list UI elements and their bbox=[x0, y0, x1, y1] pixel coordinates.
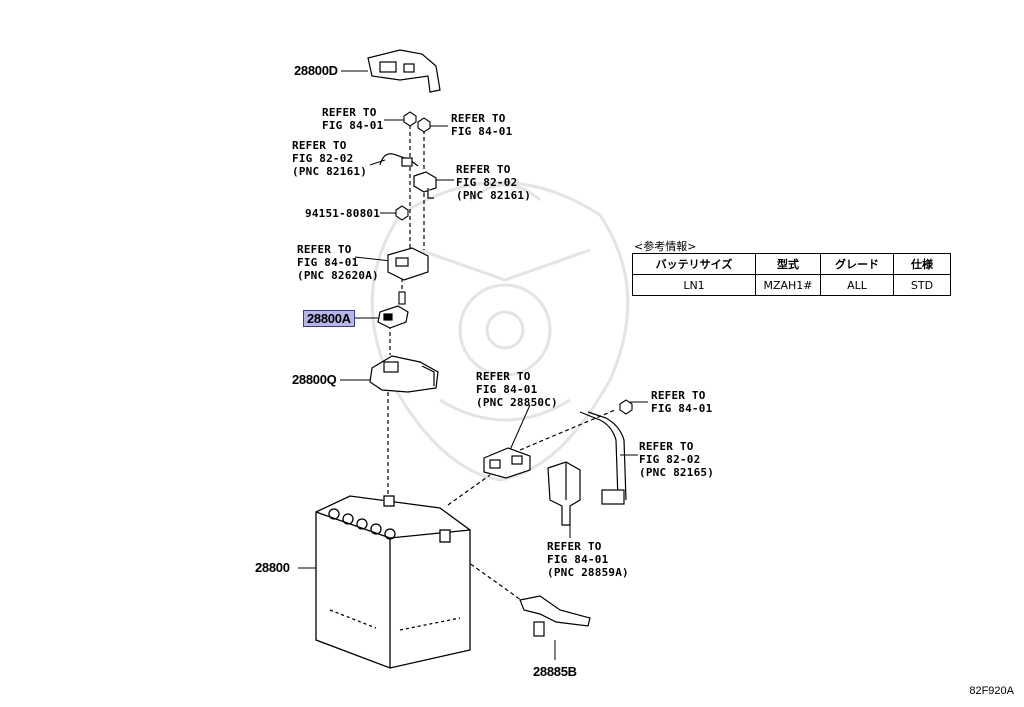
header-battery-size: バッテリサイズ bbox=[632, 253, 756, 275]
refer-label-6: REFER TO FIG 84-01 (PNC 28850C) bbox=[476, 370, 558, 409]
sensor-28885B bbox=[519, 595, 591, 637]
bracket-28800Q bbox=[369, 355, 439, 393]
cell-spec: STD bbox=[893, 274, 951, 296]
refer-label-1: REFER TO FIG 84-01 bbox=[322, 106, 384, 132]
part-number-28800D[interactable]: 28800D bbox=[294, 63, 338, 78]
info-data-row: LN1 MZAH1# ALL STD bbox=[632, 274, 951, 296]
refer-label-5: REFER TO FIG 84-01 (PNC 82620A) bbox=[297, 243, 379, 282]
cable-piece-82161 bbox=[379, 153, 419, 167]
part-number-28800[interactable]: 28800 bbox=[255, 560, 290, 575]
clamp-28800D bbox=[367, 49, 441, 93]
cell-grade: ALL bbox=[820, 274, 894, 296]
fuse-28800A bbox=[377, 305, 409, 329]
refer-label-8: REFER TO FIG 82-02 (PNC 82165) bbox=[639, 440, 715, 479]
fuse-holder-28859A bbox=[547, 461, 581, 526]
header-grade: グレード bbox=[820, 253, 894, 275]
refer-label-9: REFER TO FIG 84-01 (PNC 28859A) bbox=[547, 540, 629, 579]
nut-parts bbox=[395, 111, 633, 415]
header-spec: 仕様 bbox=[893, 253, 951, 275]
info-header-row: バッテリサイズ 型式 グレード 仕様 bbox=[632, 253, 951, 275]
figure-id: 82F920A bbox=[969, 685, 1014, 697]
part-number-28800Q[interactable]: 28800Q bbox=[292, 372, 337, 387]
header-model: 型式 bbox=[755, 253, 821, 275]
battery-28800 bbox=[315, 495, 471, 669]
refer-label-4: REFER TO FIG 82-02 (PNC 82161) bbox=[456, 163, 532, 202]
info-table: バッテリサイズ 型式 グレード 仕様 LN1 MZAH1# ALL STD bbox=[632, 253, 951, 296]
cell-model: MZAH1# bbox=[755, 274, 821, 296]
refer-label-2: REFER TO FIG 84-01 bbox=[451, 112, 513, 138]
part-number-28885B[interactable]: 28885B bbox=[533, 664, 577, 679]
cell-battery-size: LN1 bbox=[632, 274, 756, 296]
refer-label-7: REFER TO FIG 84-01 bbox=[651, 389, 713, 415]
watermark-emblem bbox=[370, 181, 630, 482]
leader-lines bbox=[298, 70, 648, 660]
terminal-block-82620A bbox=[387, 247, 429, 281]
connector-28850C bbox=[483, 447, 531, 479]
part-number-94151-80801[interactable]: 94151-80801 bbox=[305, 207, 381, 220]
bolt bbox=[398, 291, 406, 305]
info-title: <参考情報> bbox=[634, 240, 697, 253]
part-number-28800A[interactable]: 28800A bbox=[303, 310, 355, 327]
refer-label-3: REFER TO FIG 82-02 (PNC 82161) bbox=[292, 139, 368, 178]
terminal-82161 bbox=[413, 171, 437, 199]
cable-82165 bbox=[579, 411, 627, 505]
